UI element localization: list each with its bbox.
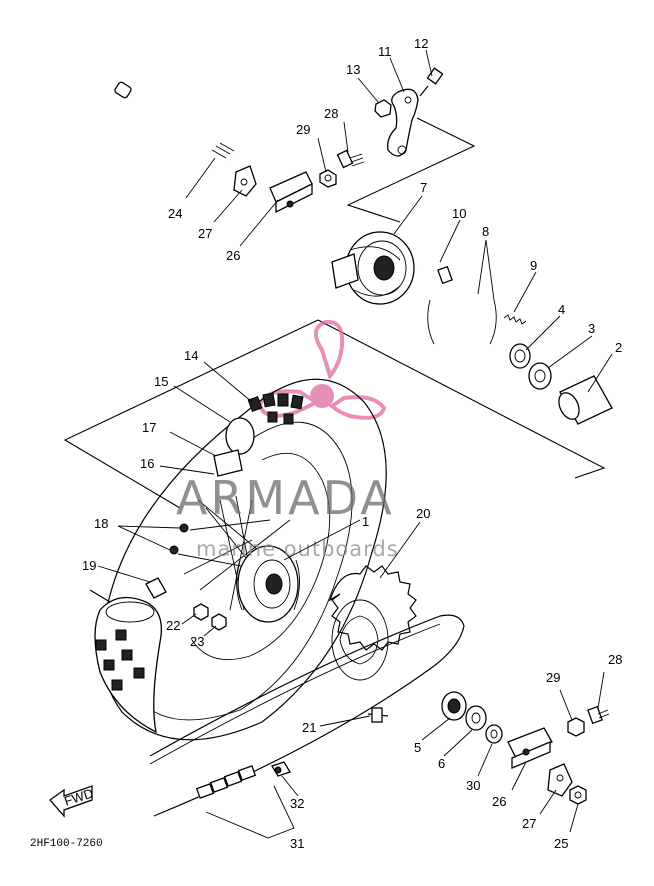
axle-nut xyxy=(569,785,587,805)
callout-7: 7 xyxy=(420,180,427,195)
chain-puller-top xyxy=(233,165,257,197)
callout-28: 28 xyxy=(324,106,338,121)
leader-lines xyxy=(97,49,613,839)
callout-19: 19 xyxy=(82,558,96,573)
callout-23: 23 xyxy=(190,634,204,649)
callout-18: 18 xyxy=(94,516,108,531)
rear-sprocket xyxy=(328,565,417,681)
callout-24: 24 xyxy=(168,206,182,221)
bolt-bottom xyxy=(587,705,610,725)
rear-wheel xyxy=(94,378,387,741)
diagram-code: 2HF100-7260 xyxy=(30,838,103,850)
callout-2: 2 xyxy=(615,340,622,355)
callout-labels: 1 2 3 4 5 6 7 8 9 10 11 12 13 14 15 16 1… xyxy=(82,36,622,851)
bolt-top xyxy=(336,149,365,169)
callout-15: 15 xyxy=(154,374,168,389)
callout-31: 31 xyxy=(290,836,304,851)
callout-25: 25 xyxy=(554,836,568,851)
callout-26: 26 xyxy=(226,248,240,263)
callout-22: 22 xyxy=(166,618,180,633)
callout-16: 16 xyxy=(140,456,154,471)
chain-adjuster-bottom xyxy=(507,727,553,769)
watermark-title: ARMADA xyxy=(176,471,395,525)
bearing-4 xyxy=(509,343,531,369)
callout-12: 12 xyxy=(414,36,428,51)
callout-1: 1 xyxy=(362,514,369,529)
callout-6: 6 xyxy=(438,756,445,771)
chain-puller-bottom xyxy=(547,763,573,797)
callout-17: 17 xyxy=(142,420,156,435)
callout-13: 13 xyxy=(346,62,360,77)
brake-panel xyxy=(331,231,415,305)
axle xyxy=(114,81,235,162)
brake-cam-lever xyxy=(387,88,419,157)
bearing-3 xyxy=(528,362,552,390)
callout-5: 5 xyxy=(414,740,421,755)
fwd-arrow-icon: FWD xyxy=(49,785,95,818)
callout-29-b: 29 xyxy=(546,670,560,685)
callout-28-b: 28 xyxy=(608,652,622,667)
adjusting-bolt xyxy=(419,264,453,285)
callout-20: 20 xyxy=(416,506,430,521)
callout-26-b: 26 xyxy=(492,794,506,809)
callout-8: 8 xyxy=(482,224,489,239)
callout-14: 14 xyxy=(184,348,198,363)
oil-seal-5 xyxy=(441,691,467,721)
shoe-spring xyxy=(503,314,527,325)
callout-4: 4 xyxy=(558,302,565,317)
tread-bottom xyxy=(95,629,145,691)
nut-top xyxy=(319,169,337,188)
spacer-30 xyxy=(485,724,503,744)
sprocket-bolt xyxy=(367,707,389,723)
callout-27-b: 27 xyxy=(522,816,536,831)
callout-21: 21 xyxy=(302,720,316,735)
collar xyxy=(558,375,613,425)
tread-top xyxy=(247,392,304,425)
callout-10: 10 xyxy=(452,206,466,221)
chain-adjuster-top xyxy=(269,171,313,214)
watermark-subtitle: marine outboards xyxy=(196,537,399,561)
callout-27: 27 xyxy=(198,226,212,241)
drive-chain xyxy=(149,614,465,817)
callout-9: 9 xyxy=(530,258,537,273)
callout-30: 30 xyxy=(466,778,480,793)
lever-nut xyxy=(374,99,392,118)
brake-shoes xyxy=(424,280,500,364)
watermark: ARMADA marine outboards xyxy=(176,471,399,561)
callout-32: 32 xyxy=(290,796,304,811)
callout-3: 3 xyxy=(588,321,595,336)
nut-bottom xyxy=(567,717,585,737)
callout-29: 29 xyxy=(296,122,310,137)
collar-6 xyxy=(465,705,487,731)
callout-11: 11 xyxy=(378,44,392,59)
chain-links xyxy=(195,765,257,799)
